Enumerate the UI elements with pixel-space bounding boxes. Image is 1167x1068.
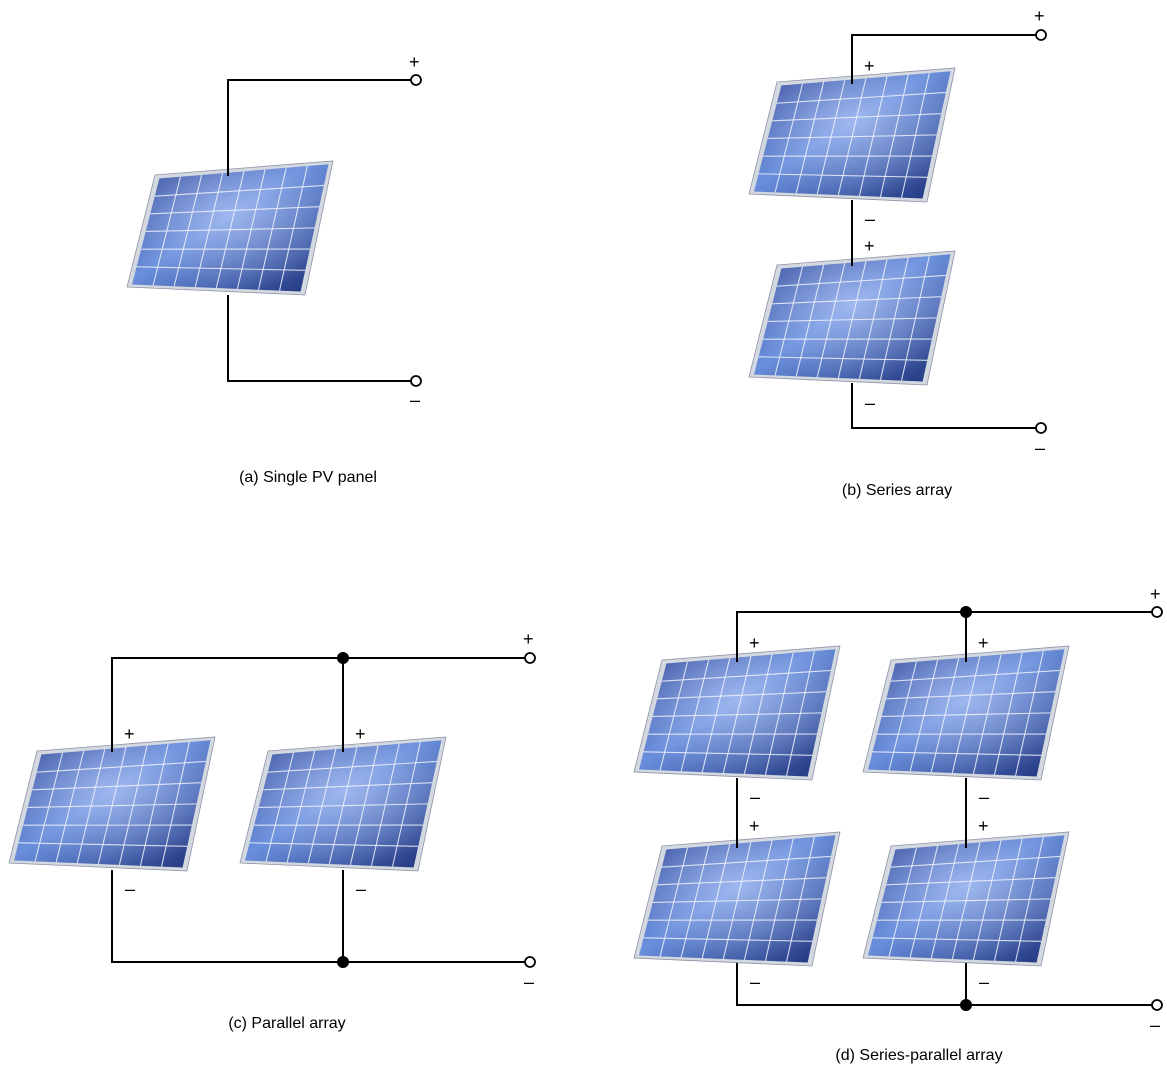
panel-grid-row — [145, 227, 315, 233]
panel-grid-row — [27, 803, 197, 809]
panel-grid-row — [890, 669, 1060, 682]
panel-grid-row — [776, 91, 946, 104]
junction-c-bottom — [337, 956, 349, 968]
sign-d-bl-plus: + — [749, 816, 760, 836]
panel-grid-row — [136, 266, 306, 271]
solar-panel-c-left — [8, 736, 216, 872]
panel-grid-row — [886, 877, 1056, 886]
panel-grid-row — [643, 751, 813, 756]
sign-d-br-plus: + — [978, 816, 989, 836]
subfigure-a: + – (a) Single PV panel — [227, 52, 422, 486]
junction-d-top — [960, 606, 972, 618]
panel-grid-row — [890, 855, 1060, 868]
panels-layer — [8, 67, 1070, 967]
panel-grid-row — [32, 782, 202, 791]
sign-d-positive: + — [1150, 584, 1161, 604]
caption-c: (c) Parallel array — [228, 1015, 345, 1032]
panel-grid-row — [154, 184, 324, 197]
panel-grid-row — [767, 317, 937, 323]
panel-grid-row — [657, 691, 827, 700]
wire-a-top — [227, 79, 413, 176]
panel-grid-row — [258, 803, 428, 809]
sign-d-bl-minus: – — [750, 972, 760, 992]
wire-b-top — [851, 34, 1038, 84]
panel-grid-row — [776, 274, 946, 287]
panel-grid-row — [652, 712, 822, 718]
terminal-c-negative — [524, 956, 536, 968]
wire-d-bottom — [736, 963, 1153, 1006]
sign-c-panel2-minus: – — [356, 879, 366, 899]
wire-c-bottom — [111, 870, 527, 963]
solar-panel-d-top-right — [862, 645, 1070, 781]
panel-grid-row — [881, 898, 1051, 904]
sign-b-positive: + — [1034, 6, 1045, 26]
wire-d-top — [736, 611, 1153, 662]
sign-c-panel2-plus: + — [355, 724, 366, 744]
caption-d: (d) Series-parallel array — [835, 1047, 1002, 1064]
solar-panel-d-bottom-left — [633, 831, 841, 967]
panel-grid-row — [767, 134, 937, 140]
panel-grid-row — [872, 751, 1042, 756]
sign-b-panel1-minus: – — [865, 209, 875, 229]
panel-grid-row — [643, 937, 813, 942]
panel-grid-row — [886, 691, 1056, 700]
sign-c-panel1-plus: + — [124, 724, 135, 744]
sign-b-panel1-plus: + — [864, 56, 875, 76]
panel-grid-row — [249, 842, 419, 847]
sign-a-positive: + — [409, 52, 420, 72]
panel-grid-row — [772, 296, 942, 305]
junction-c-top — [337, 652, 349, 664]
panel-grid-row — [758, 173, 928, 178]
panel-grid-row — [150, 206, 320, 215]
panel-grid-row — [652, 898, 822, 904]
terminal-a-positive — [410, 74, 422, 86]
sign-c-positive: + — [523, 629, 534, 649]
solar-panel-b-top — [748, 67, 956, 203]
terminal-b-negative — [1035, 422, 1047, 434]
wire-b-bottom — [851, 383, 1038, 429]
sign-a-negative: – — [410, 390, 420, 410]
panel-grid-row — [657, 877, 827, 886]
panel-grid-row — [881, 712, 1051, 718]
panel-grid-row — [263, 782, 433, 791]
subfigure-c: + – + – + – (c) Parallel array — [111, 629, 536, 1032]
panel-grid-row — [661, 855, 831, 868]
panel-grid-row — [18, 842, 188, 847]
solar-panel-d-top-left — [633, 645, 841, 781]
sign-c-panel1-minus: – — [125, 879, 135, 899]
solar-panel-d-bottom-right — [862, 831, 1070, 967]
sign-d-tl-minus: – — [750, 787, 760, 807]
sign-b-negative: – — [1035, 438, 1045, 458]
panel-grid-row — [661, 669, 831, 682]
panel-grid-row — [758, 356, 928, 361]
solar-panel-b-bottom — [748, 250, 956, 386]
wire-a-bottom — [227, 295, 413, 382]
wire-c-top — [111, 657, 527, 752]
sign-d-tr-plus: + — [978, 633, 989, 653]
panel-grid-row — [267, 760, 437, 773]
sign-d-tl-plus: + — [749, 633, 760, 653]
terminal-a-negative — [410, 375, 422, 387]
sign-d-negative: – — [1150, 1015, 1160, 1035]
sign-d-tr-minus: – — [979, 787, 989, 807]
panel-grid-row — [772, 113, 942, 122]
terminal-d-negative — [1151, 999, 1163, 1011]
junction-d-bottom — [960, 999, 972, 1011]
panel-grid-row — [36, 760, 206, 773]
subfigure-d: + – + – + – + – + – (d) Series-parallel … — [736, 584, 1163, 1064]
caption-b: (b) Series array — [842, 482, 952, 499]
subfigure-b: + – + – + – (b) Series array — [842, 6, 1047, 499]
solar-panel-c-right — [239, 736, 447, 872]
terminal-b-positive — [1035, 29, 1047, 41]
terminal-d-positive — [1151, 606, 1163, 618]
sign-d-br-minus: – — [979, 972, 989, 992]
terminal-c-positive — [524, 652, 536, 664]
sign-b-panel2-plus: + — [864, 236, 875, 256]
caption-a: (a) Single PV panel — [239, 469, 377, 486]
panel-grid-row — [872, 937, 1042, 942]
sign-b-panel2-minus: – — [865, 393, 875, 413]
solar-panel-a — [126, 160, 334, 296]
sign-c-negative: – — [524, 972, 534, 992]
